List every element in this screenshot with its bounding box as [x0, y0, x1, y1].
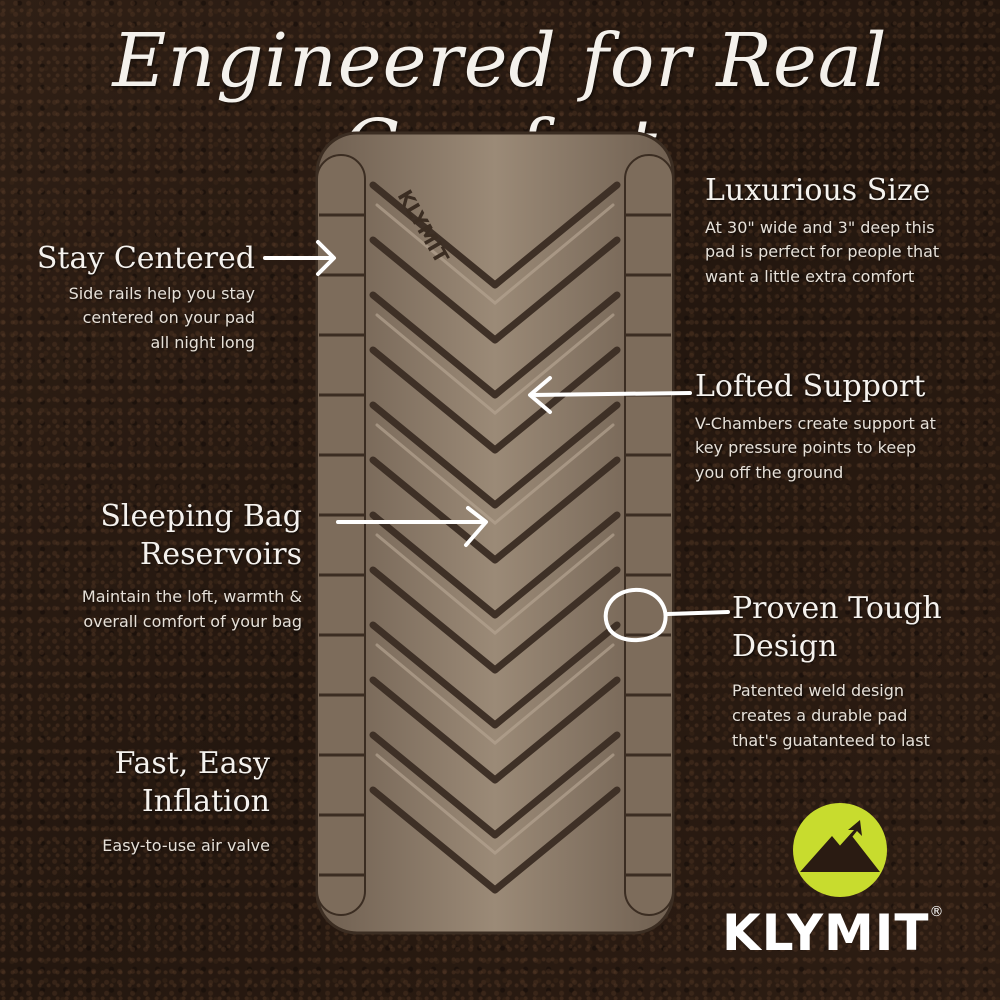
arrow-stay-centered: [263, 240, 336, 276]
feature-stay-centered: Stay Centered Side rails help you stay c…: [20, 240, 255, 356]
klymit-logo: KLYMIT®: [722, 904, 992, 962]
feature-desc-line: V-Chambers create support at: [695, 413, 936, 433]
feature-title: Luxurious Size: [705, 173, 931, 208]
feature-desc-line: pad is perfect for people that: [705, 242, 940, 262]
feature-desc-line: At 30" wide and 3" deep this: [705, 217, 935, 237]
arrow-lofted-support: [528, 376, 692, 414]
circle-proven-tough: [603, 587, 668, 643]
feature-title-line: Reservoirs: [139, 536, 302, 572]
feature-desc-line: want a little extra comfort: [705, 267, 915, 287]
feature-desc-line: you off the ground: [695, 463, 844, 483]
feature-fast-easy-inflation: Fast, Easy Inflation Easy-to-use air val…: [20, 745, 270, 859]
logo-wordmark: KLYMIT: [722, 904, 930, 962]
feature-title-line: Proven Tough: [732, 591, 942, 626]
feature-desc-line: key pressure points to keep: [695, 438, 917, 458]
feature-lofted-support: Lofted Support V-Chambers create support…: [695, 368, 995, 486]
feature-desc-line: creates a durable pad: [732, 705, 908, 725]
logo-trademark: ®: [929, 904, 944, 920]
feature-title-line: Design: [732, 628, 838, 664]
feature-desc-line: centered on your pad: [82, 308, 255, 328]
feature-title-line: Sleeping Bag: [100, 499, 302, 534]
feature-proven-tough-design: Proven Tough Design Patented weld design…: [732, 590, 997, 753]
feature-luxurious-size: Luxurious Size At 30" wide and 3" deep t…: [705, 172, 990, 290]
feature-desc-line: Patented weld design: [732, 681, 905, 700]
feature-title: Lofted Support: [695, 369, 926, 404]
sleeping-pad-image: KLYMIT: [315, 131, 675, 935]
mountain-arrow-icon: [793, 803, 887, 897]
feature-desc-line: Side rails help you stay: [68, 283, 255, 303]
feature-title-line: Inflation: [141, 783, 270, 819]
arrow-sleeping-bag: [336, 506, 488, 547]
feature-desc-line: Maintain the loft, warmth &: [81, 587, 302, 606]
feature-desc-line: that's guatanteed to last: [732, 730, 930, 750]
feature-title: Stay Centered: [36, 241, 255, 276]
feature-desc-line: Easy-to-use air valve: [102, 836, 270, 855]
feature-sleeping-bag-reservoirs: Sleeping Bag Reservoirs Maintain the lof…: [20, 498, 302, 635]
feature-title-line: Fast, Easy: [114, 746, 270, 781]
feature-desc-line: overall comfort of your bag: [83, 611, 302, 631]
arrow-proven-tough: [666, 610, 730, 616]
feature-desc-line: all night long: [150, 333, 255, 353]
